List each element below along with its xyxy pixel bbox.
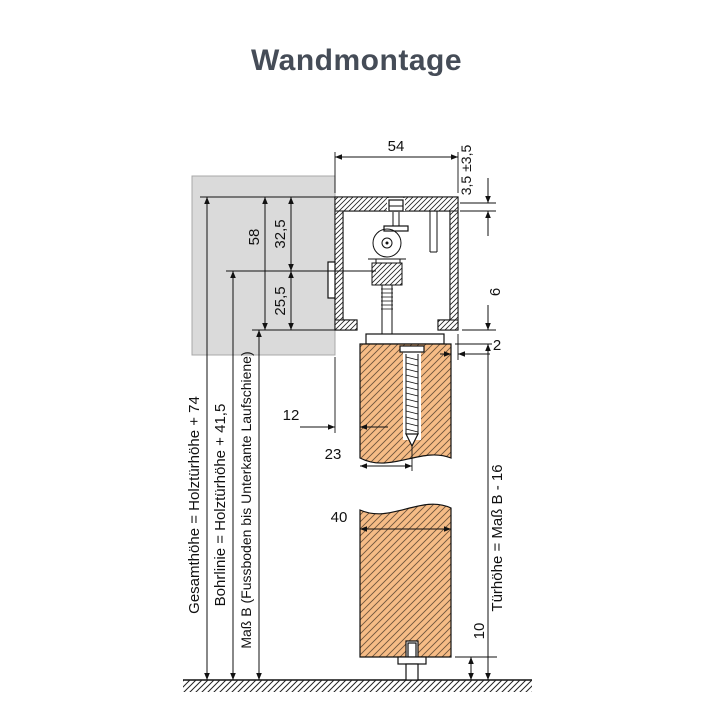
ext-height-adjust [460,202,496,212]
screw-shaft [405,354,419,434]
track-top-flange-right [403,196,459,212]
floor [183,679,532,692]
bolt-threads [381,288,393,310]
guide-plate [397,656,427,665]
dimensions: 54 3,5 ±3,5 58 32,5 25,5 6 2 12 23 40 10 [186,138,506,680]
dim-label-floor-clearance: 10 [471,623,488,640]
fixing-screw [399,345,425,448]
door-panel-lower [359,503,452,658]
inner-rib [429,211,438,253]
wall-rect [191,175,336,356]
guide-base [405,663,419,681]
floor-hatch [183,680,532,692]
suspension-bolt [381,285,393,336]
dim-label-drill-line: Bohrlinie = Holztürhöhe + 41,5 [212,404,229,607]
floor-guide [397,642,427,681]
roller-axle [385,241,389,245]
wall-clip [327,261,336,299]
screw-threads [405,356,419,433]
track-right-lip [437,319,459,331]
dim-label-door-thickness: 40 [331,509,348,526]
roller-wheel [372,228,402,258]
track-left-lip [334,319,358,331]
screw-halo [403,352,421,440]
dim-label-height-adjust: 3,5 ±3,5 [458,145,474,196]
screw-washer [399,345,425,353]
track-top-flange-left [334,196,389,212]
dim-label-total-height: Gesamthöhe = Holztürhöhe + 74 [186,396,203,614]
dim-label-screw-offset: 23 [325,446,342,463]
hanger-plate [383,225,409,232]
dim-label-profile-height: 58 [246,229,263,246]
dim-label-upper-part: 32,5 [272,219,289,248]
door-clamp-plate [365,333,445,345]
dim-label-gap-track-door: 6 [487,288,504,296]
dim-label-lower-part: 25,5 [272,286,289,315]
dim-label-door-height: Türhöhe = Maß B - 16 [489,464,506,611]
dim-label-track-width: 54 [388,138,405,155]
roller-hub [381,237,393,249]
trolley-body [371,262,403,286]
track-profile [327,196,459,336]
page-title: Wandmontage [250,44,463,77]
dim-label-mass-b: Maß B (Fussboden bis Unterkante Laufschi… [238,351,254,648]
track-left-wall [334,210,344,321]
dim-label-reveal: 2 [493,337,501,354]
guide-pin [407,642,417,658]
track-right-wall [449,210,459,321]
dim-label-wall-door-gap: 12 [283,407,300,424]
wall-section [191,175,336,356]
running-rail [368,258,406,264]
screw-tip [405,433,419,448]
hanger-stem [392,212,400,226]
ext-track-width [334,152,459,193]
